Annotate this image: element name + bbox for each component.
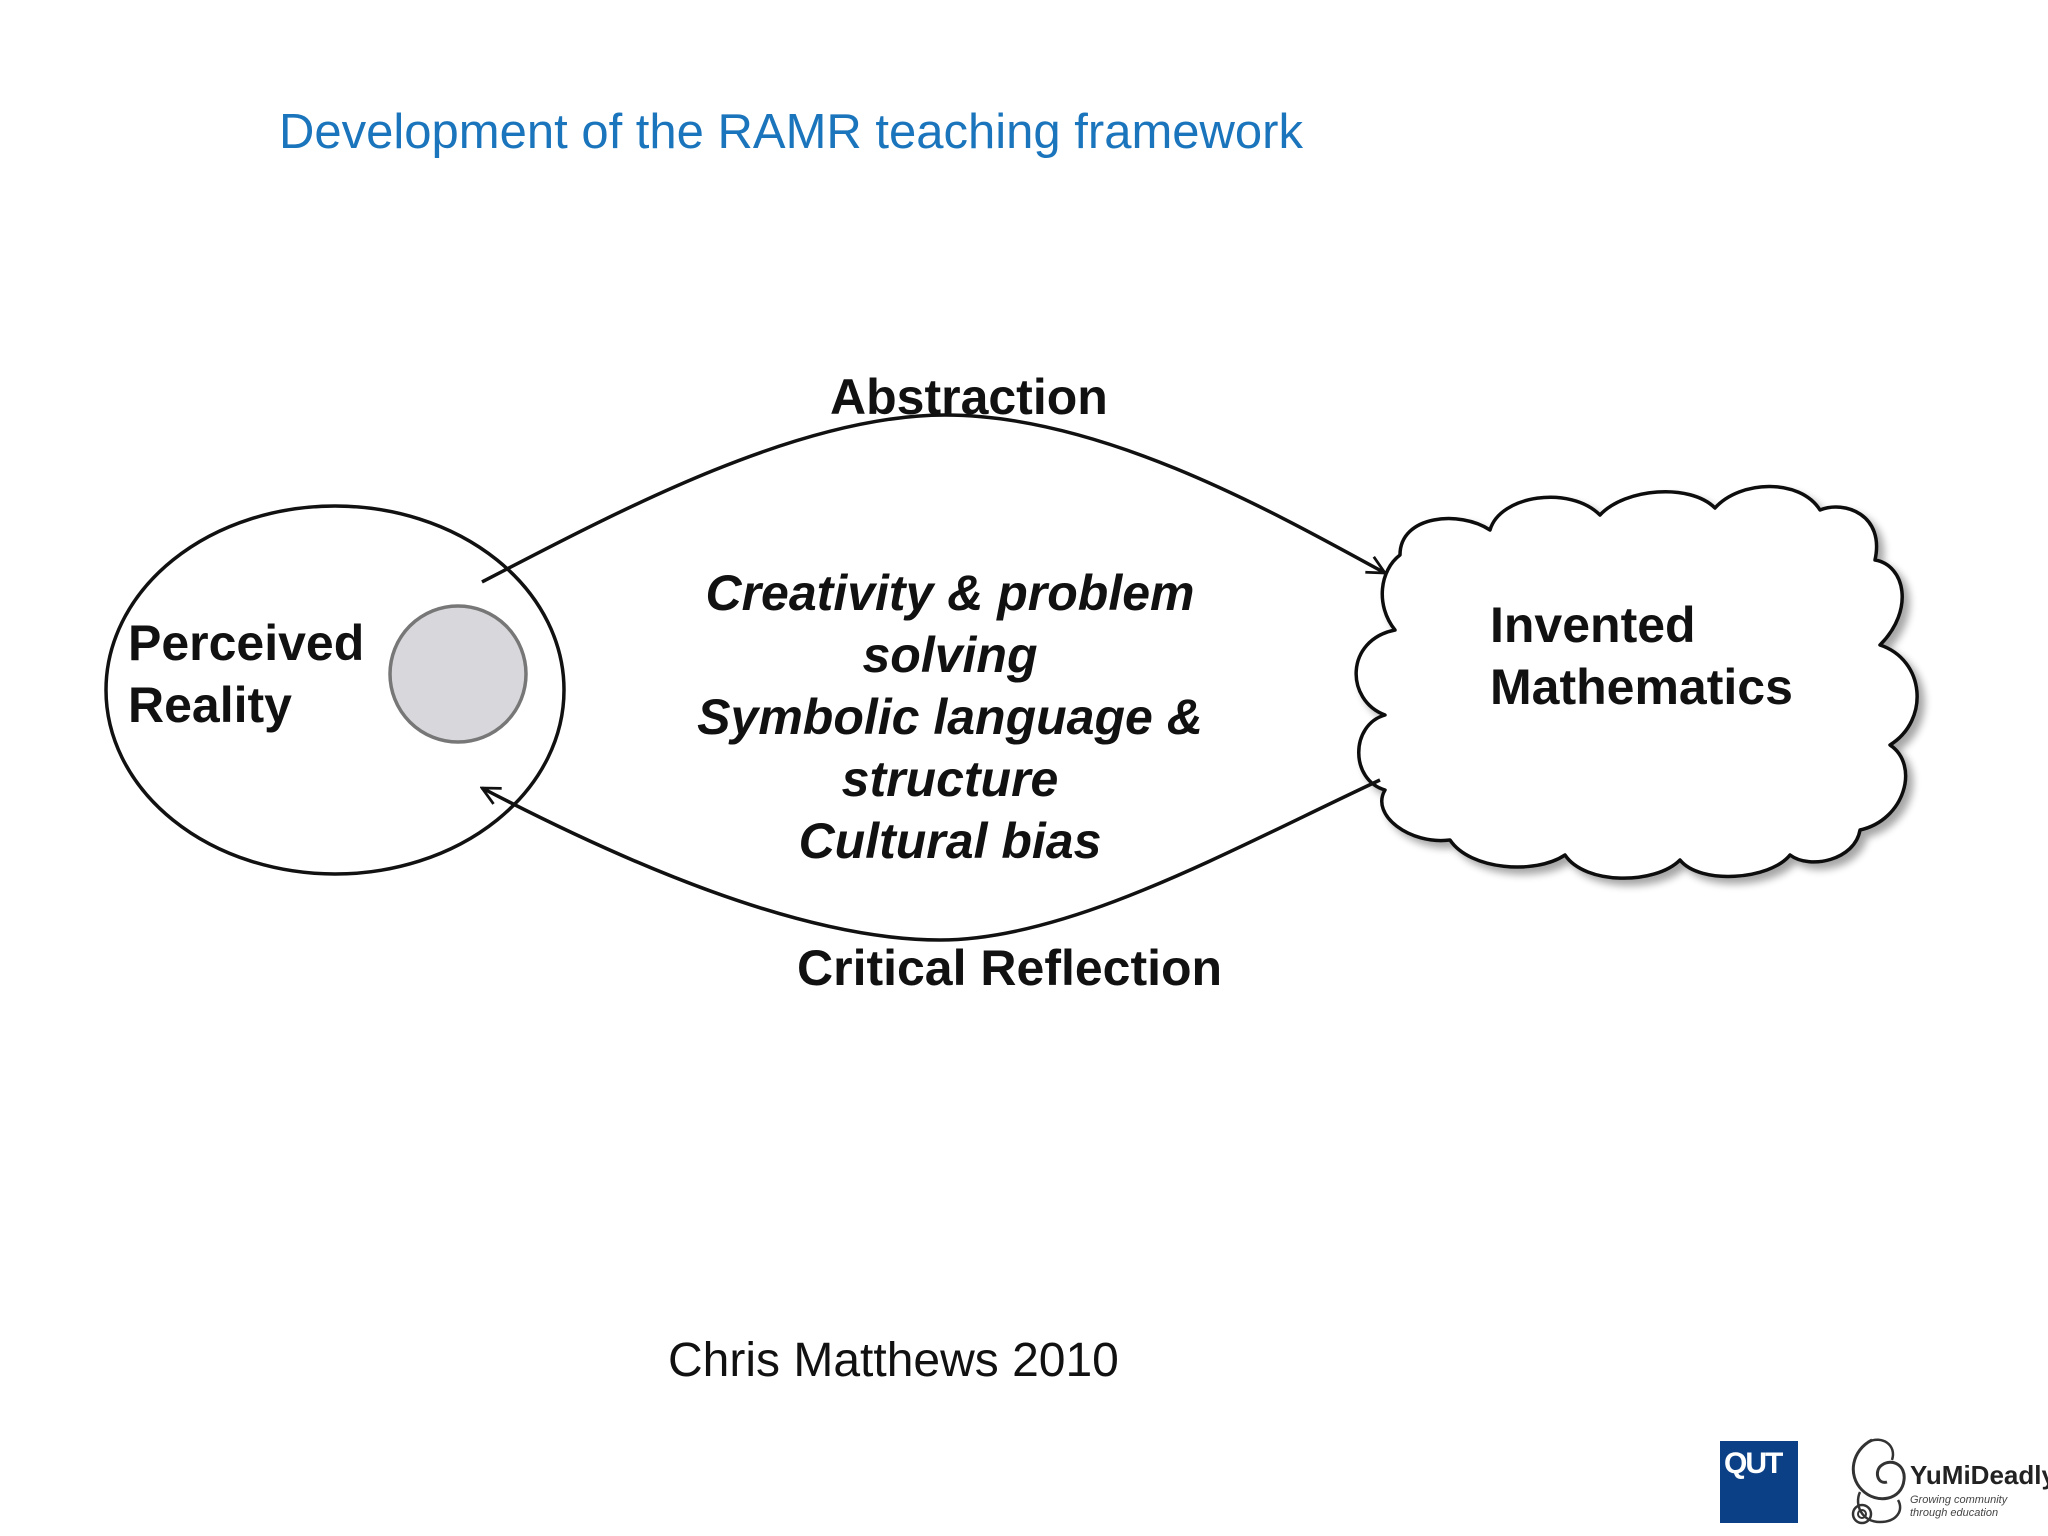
abstraction-label: Abstraction	[830, 369, 1108, 425]
perceived-reality-line2: Reality	[128, 677, 292, 733]
critical-reflection-arrow	[482, 778, 1381, 942]
center-text-block: Creativity & problem solving Symbolic la…	[697, 562, 1203, 872]
center-line-5: Cultural bias	[798, 813, 1102, 869]
invented-mathematics-line2: Mathematics	[1490, 659, 1793, 715]
yumi-deadly-name: YuMiDeadly	[1910, 1460, 2048, 1490]
qut-logo: QUT	[1720, 1441, 1798, 1523]
invented-mathematics-label: Invented Mathematics	[1490, 594, 1793, 718]
slide-title: Development of the RAMR teaching framewo…	[279, 105, 1303, 159]
author-credit: Chris Matthews 2010	[668, 1334, 1119, 1387]
center-line-3: Symbolic language &	[697, 689, 1203, 745]
perceived-reality-line1: Perceived	[128, 615, 365, 671]
inner-circle	[388, 604, 528, 744]
center-line-1: Creativity & problem	[705, 565, 1195, 621]
center-line-4: structure	[841, 751, 1059, 807]
qut-logo-text: QUT	[1724, 1447, 1783, 1480]
abstraction-arrow	[481, 413, 1385, 584]
yumi-deadly-logo-icon	[1851, 1438, 1906, 1525]
critical-reflection-label: Critical Reflection	[797, 940, 1223, 996]
center-line-2: solving	[862, 627, 1038, 683]
invented-mathematics-line1: Invented	[1490, 597, 1696, 653]
perceived-reality-label: Perceived Reality	[128, 612, 364, 736]
invented-mathematics-cloud	[1354, 484, 1919, 880]
yumi-deadly-tagline: Growing community through education	[1910, 1494, 2008, 1519]
perceived-reality-ellipse	[104, 504, 566, 876]
